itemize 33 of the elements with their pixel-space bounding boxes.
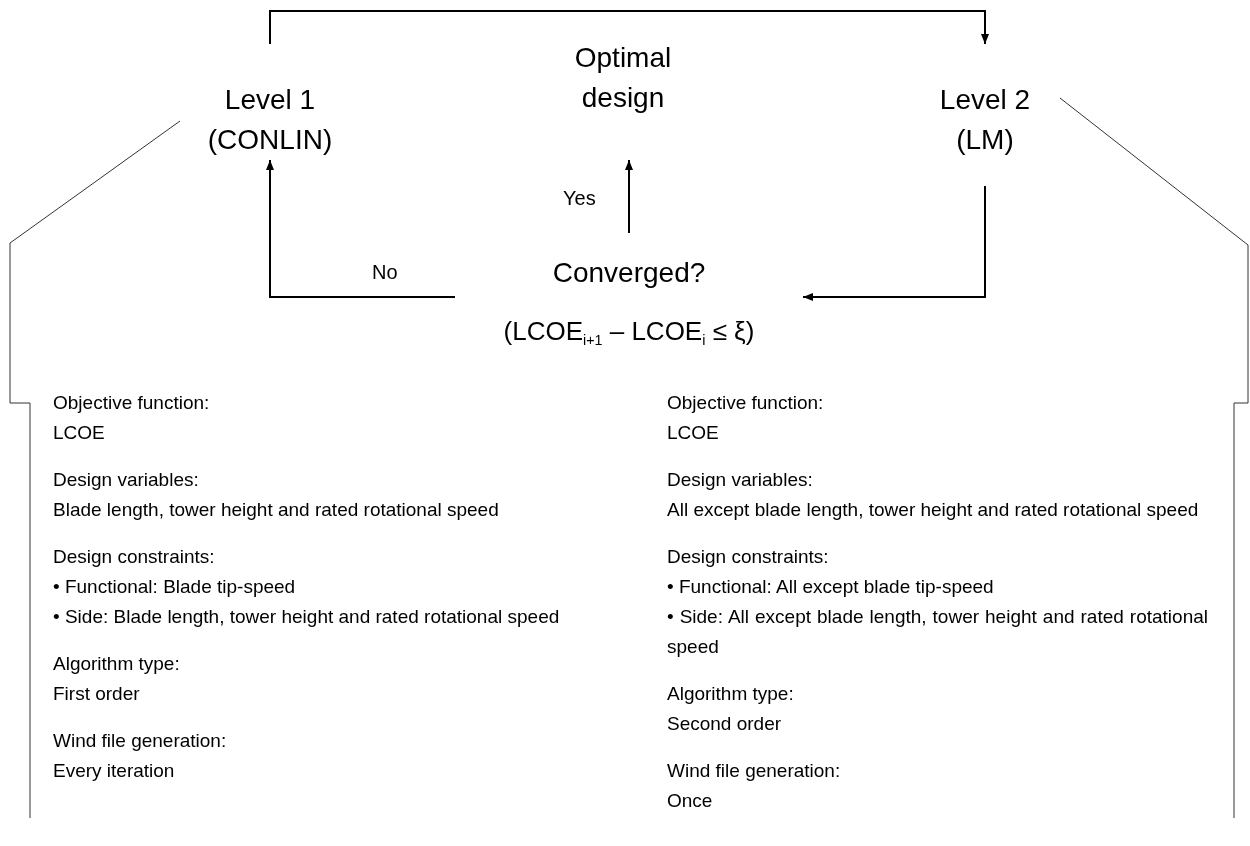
arrow bbox=[269, 10, 989, 45]
section-text: LCOE bbox=[667, 421, 720, 445]
node-label: Level 2 (LM) bbox=[938, 83, 1032, 157]
section-heading: Algorithm type: bbox=[53, 652, 181, 676]
section-heading: Algorithm type: bbox=[667, 682, 795, 706]
section-heading: Wind file generation: bbox=[53, 729, 228, 753]
section-text: All except blade length, tower height and rated rotational speed bbox=[667, 498, 1200, 522]
section-text: LCOE bbox=[53, 421, 106, 445]
node-label: Level 1 (CONLIN) bbox=[206, 83, 334, 157]
callout-line bbox=[1059, 97, 1249, 819]
section-heading: Wind file generation: bbox=[667, 759, 842, 783]
node-label: Converged? bbox=[552, 256, 706, 290]
bullet-item: • Functional: Blade tip-speed bbox=[53, 575, 297, 599]
section-text: Every iteration bbox=[53, 759, 176, 783]
section-text: Once bbox=[667, 789, 714, 813]
arrow bbox=[625, 159, 633, 234]
section-heading: Design constraints: bbox=[53, 545, 216, 569]
section-heading: Objective function: bbox=[667, 391, 825, 415]
convergence-formula: (LCOE$_{i+1}$ – LCOE$_{i}$ ≤ ξ) bbox=[503, 315, 755, 350]
section-heading: Objective function: bbox=[53, 391, 211, 415]
arrow bbox=[802, 185, 986, 301]
arrow bbox=[266, 159, 456, 298]
section-text: Second order bbox=[667, 712, 783, 736]
bullet-item: • Side: Blade length, tower height and rated rotational speed bbox=[53, 605, 561, 629]
section-text: Blade length, tower height and rated rotational speed bbox=[53, 498, 500, 522]
bullet-item: • Side: All except blade length, tower height and rated rotational speed bbox=[667, 605, 1208, 659]
bullet-item: • Functional: All except blade tip-speed bbox=[667, 575, 995, 599]
section-heading: Design variables: bbox=[667, 468, 814, 492]
node-label: Optimal design bbox=[573, 41, 673, 115]
callout-line bbox=[9, 120, 181, 819]
section-text: First order bbox=[53, 682, 141, 706]
section-heading: Design variables: bbox=[53, 468, 200, 492]
section-heading: Design constraints: bbox=[667, 545, 830, 569]
